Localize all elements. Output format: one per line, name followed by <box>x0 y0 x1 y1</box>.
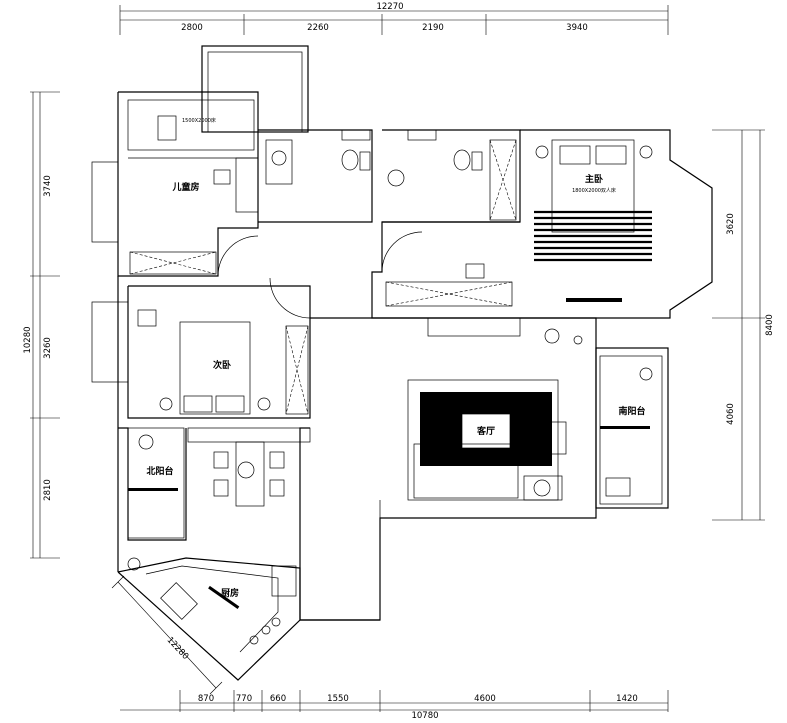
dim-bottom-1: 870 <box>198 694 214 704</box>
dim-top-3: 2190 <box>422 23 444 33</box>
dim-top-4: 3940 <box>566 23 588 33</box>
kitchen: 厨房 <box>117 557 301 681</box>
dim-bottom-4: 1550 <box>327 694 349 704</box>
right-dimension-chain: 3620 4060 8400 <box>712 129 775 521</box>
dim-left-1: 3740 <box>43 175 53 197</box>
left-dimension-chain: 3740 3260 2810 10280 <box>23 91 60 559</box>
master-bedroom: 主卧 1800X2000双人床 <box>371 129 713 319</box>
dim-top-2: 2260 <box>307 23 329 33</box>
dim-left-3: 2810 <box>43 479 53 501</box>
bottom-dimension-chain: 870 770 660 1550 4600 1420 10780 <box>120 690 669 721</box>
second-bedroom: 次卧 <box>91 285 311 419</box>
bathroom-right <box>382 129 521 223</box>
dim-right-total: 8400 <box>765 314 775 336</box>
children-room-label: 儿童房 <box>171 181 199 193</box>
dim-bottom-2: 770 <box>236 694 252 704</box>
north-balcony: 北阳台 <box>118 427 187 541</box>
living-room-label: 客厅 <box>476 425 495 437</box>
diagonal-dimension: 12280 <box>111 575 223 695</box>
dim-right-1: 3620 <box>726 213 736 235</box>
master-rug <box>534 210 652 262</box>
upper-balcony <box>201 45 309 133</box>
dim-left-total: 10280 <box>23 326 33 353</box>
dim-right-2: 4060 <box>726 403 736 425</box>
dining-area <box>187 427 311 507</box>
kitchen-label: 厨房 <box>221 587 239 599</box>
children-room: 1500X2000床 儿童房 <box>91 91 259 277</box>
top-dimension-chain: 12270 2800 2260 2190 3940 <box>119 2 669 35</box>
dim-top-1: 2800 <box>181 23 203 33</box>
second-room-label: 次卧 <box>213 359 231 371</box>
south-balcony-label: 南阳台 <box>618 405 645 417</box>
bathroom-left <box>258 129 373 223</box>
children-bed-note: 1500X2000床 <box>182 117 216 124</box>
dim-diagonal: 12280 <box>165 635 191 662</box>
dim-top-total: 12270 <box>376 2 403 12</box>
master-bed-note: 1800X2000双人床 <box>572 187 616 194</box>
dim-bottom-5: 4600 <box>474 694 496 704</box>
south-balcony: 南阳台 <box>595 347 669 509</box>
dim-left-2: 3260 <box>43 337 53 359</box>
master-room-label: 主卧 <box>585 173 603 185</box>
north-balcony-label: 北阳台 <box>146 465 173 477</box>
outer-walls <box>117 231 423 621</box>
dim-bottom-6: 1420 <box>616 694 638 704</box>
dim-bottom-total: 10780 <box>411 711 438 721</box>
living-room: 客厅 <box>299 317 597 621</box>
dim-bottom-3: 660 <box>270 694 286 704</box>
